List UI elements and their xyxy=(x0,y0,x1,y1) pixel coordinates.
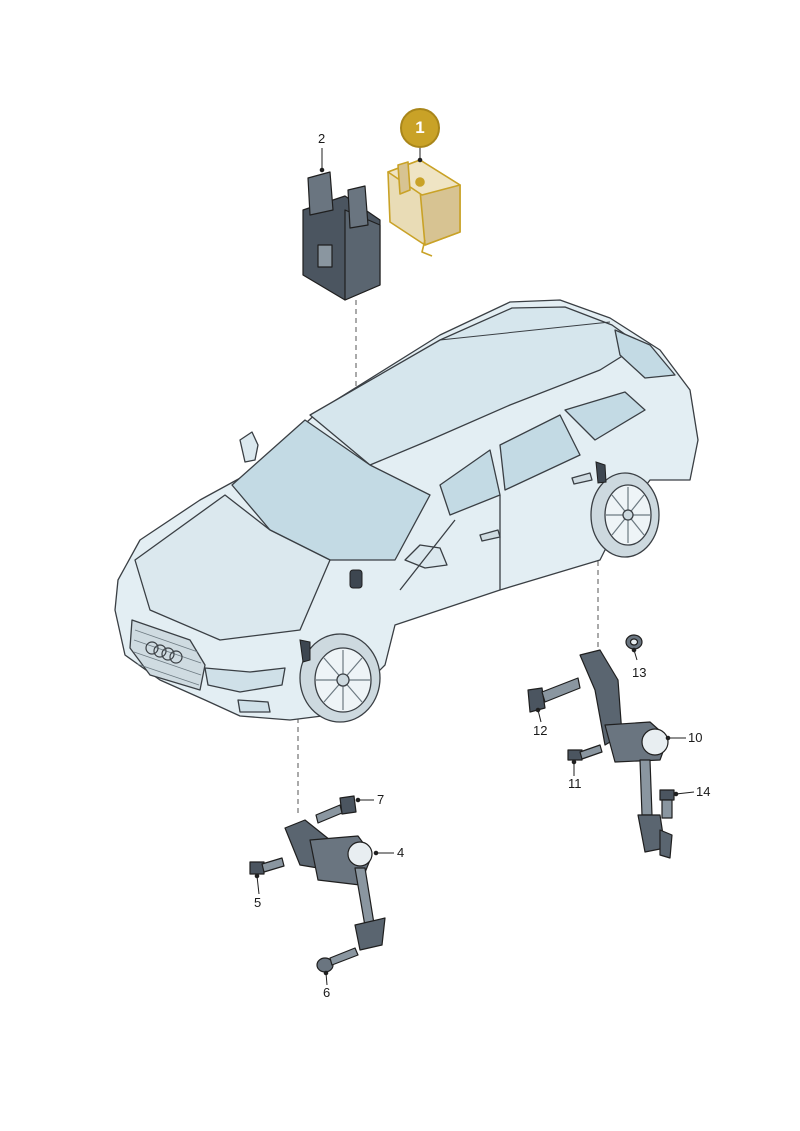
bolt-part-12 xyxy=(527,677,581,713)
car-illustration xyxy=(114,299,699,723)
rear-level-sensor-assembly xyxy=(527,634,675,859)
rear-window xyxy=(614,329,676,379)
door-handle-front xyxy=(479,529,501,542)
callout-7[interactable]: 7 xyxy=(377,792,385,807)
callout-14[interactable]: 14 xyxy=(696,784,711,799)
callout-6[interactable]: 6 xyxy=(323,985,331,1000)
bolt-part-7 xyxy=(315,795,357,824)
callout-2[interactable]: 2 xyxy=(318,131,326,146)
roof-rail xyxy=(439,321,611,341)
brand-rings-icon xyxy=(145,641,183,664)
front-wheel xyxy=(299,633,381,723)
side-window-quarter xyxy=(564,391,646,441)
callout-12[interactable]: 12 xyxy=(533,723,548,738)
side-window-rear xyxy=(499,414,581,491)
door-line-front xyxy=(399,519,456,591)
callout-1[interactable]: 1 xyxy=(400,108,440,148)
screw-part-5 xyxy=(249,857,285,875)
relay-module-part-1 xyxy=(387,159,461,257)
callout-10[interactable]: 10 xyxy=(688,730,703,745)
grille xyxy=(129,619,206,691)
hood xyxy=(134,494,331,641)
callout-13[interactable]: 13 xyxy=(632,665,647,680)
screw-part-11 xyxy=(567,744,603,761)
front-level-sensor-assembly xyxy=(249,795,386,973)
rear-wheel xyxy=(590,472,660,558)
headlight xyxy=(204,667,286,693)
callout-11[interactable]: 11 xyxy=(568,776,582,791)
grille-slats xyxy=(133,629,202,686)
screw-part-14 xyxy=(659,789,675,819)
control-module-part-2 xyxy=(302,171,381,301)
mount-markers xyxy=(299,461,607,663)
side-mirror-left xyxy=(239,431,259,463)
nut-part-13 xyxy=(625,634,643,650)
callout-4[interactable]: 4 xyxy=(397,845,405,860)
callout-leaders xyxy=(254,148,695,986)
callout-5[interactable]: 5 xyxy=(254,895,262,910)
door-handle-rear xyxy=(571,472,593,485)
fog-light xyxy=(237,699,271,713)
nut-part-6 xyxy=(316,947,359,973)
